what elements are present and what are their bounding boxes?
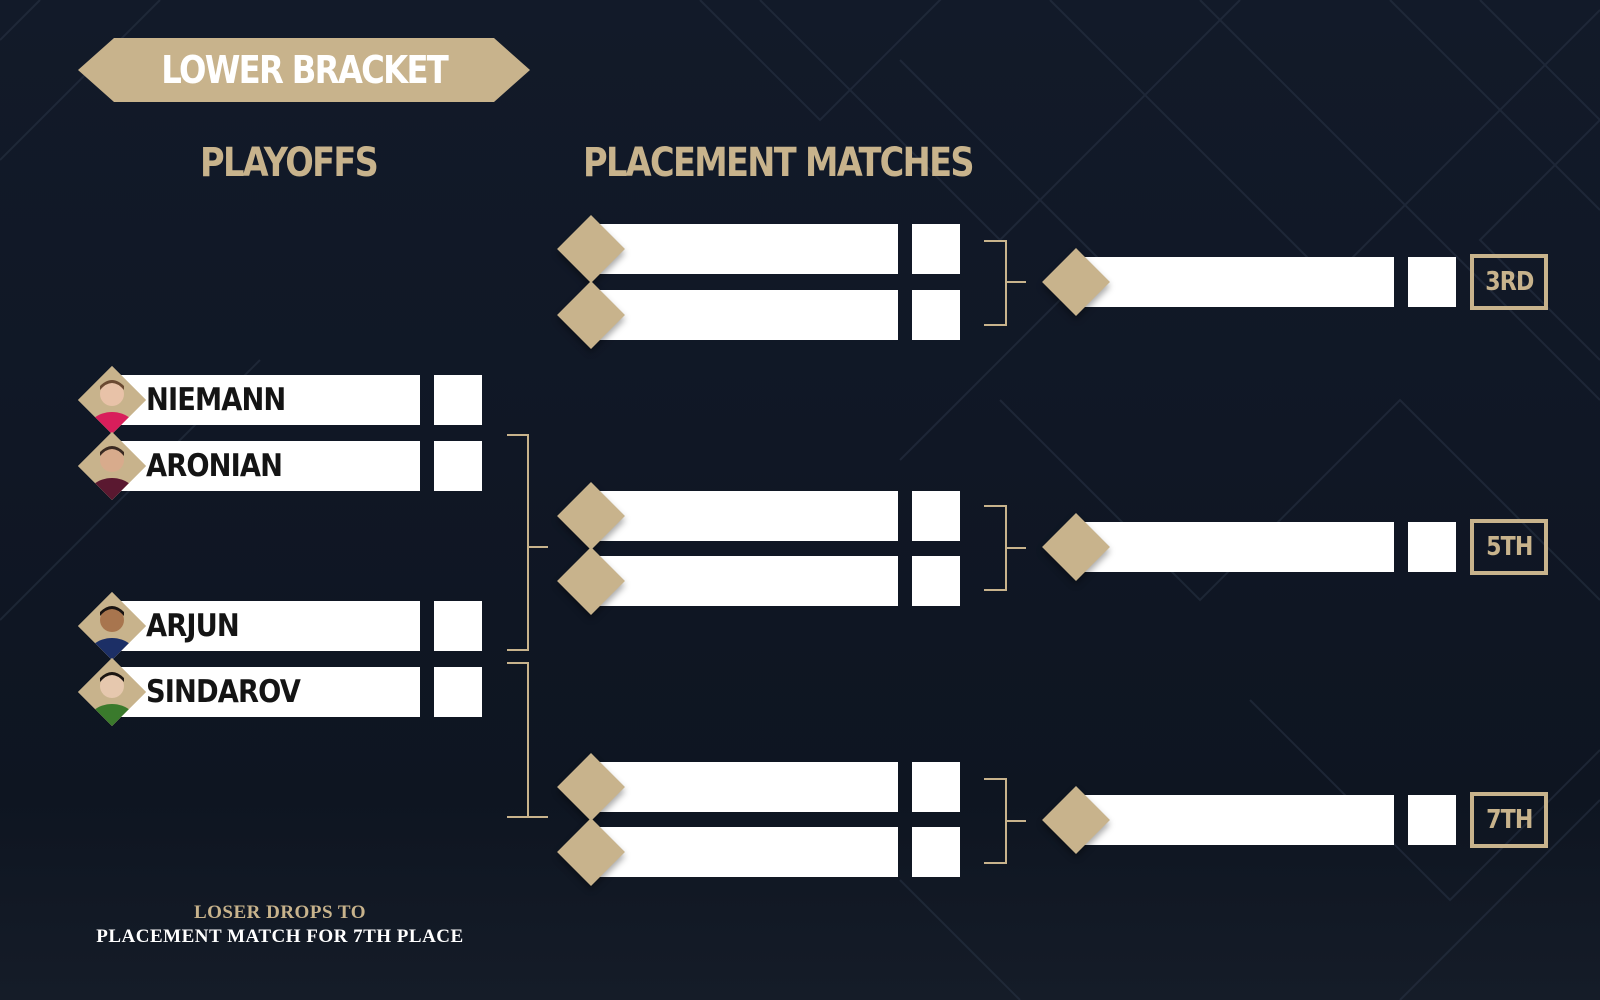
fifth-place-label: 5TH	[1470, 519, 1548, 575]
place-text: 5TH	[1485, 532, 1533, 562]
seventh-place-label: 7TH	[1470, 792, 1548, 848]
score-box	[434, 441, 482, 491]
player-slot-niemann[interactable]: NIEMANN	[112, 375, 420, 425]
placement-slot[interactable]	[590, 762, 898, 812]
player-slot-arjun[interactable]: ARJUN	[112, 601, 420, 651]
fifth-place-slot[interactable]	[1076, 522, 1394, 572]
score-box	[1408, 257, 1456, 307]
score-box	[912, 491, 960, 541]
seventh-place-slot[interactable]	[1076, 795, 1394, 845]
player-slot-sindarov[interactable]: SINDAROV	[112, 667, 420, 717]
score-box	[434, 601, 482, 651]
score-box	[912, 290, 960, 340]
placement-slot[interactable]	[590, 224, 898, 274]
player-name: ARONIAN	[146, 448, 283, 484]
score-box	[912, 762, 960, 812]
score-box	[912, 224, 960, 274]
lower-bracket-banner: LOWER BRACKET	[78, 38, 530, 102]
placement-slot[interactable]	[590, 491, 898, 541]
place-text: 7TH	[1485, 805, 1533, 835]
placement-slot[interactable]	[590, 290, 898, 340]
third-place-label: 3RD	[1470, 254, 1548, 310]
player-slot-aronian[interactable]: ARONIAN	[112, 441, 420, 491]
placement-matches-heading: PLACEMENT MATCHES	[583, 140, 975, 186]
score-box	[1408, 522, 1456, 572]
place-text: 3RD	[1484, 267, 1534, 297]
score-box	[1408, 795, 1456, 845]
placement-slot[interactable]	[590, 556, 898, 606]
player-name: NIEMANN	[146, 382, 286, 418]
third-place-slot[interactable]	[1076, 257, 1394, 307]
score-box	[912, 556, 960, 606]
loser-note-line2: PLACEMENT MATCH FOR 7TH PLACE	[96, 926, 464, 947]
loser-note-line1: LOSER DROPS TO	[193, 902, 367, 923]
playoffs-heading: PLAYOFFS	[200, 140, 379, 186]
score-box	[434, 375, 482, 425]
score-box	[912, 827, 960, 877]
player-name: ARJUN	[146, 608, 240, 644]
placement-slot[interactable]	[590, 827, 898, 877]
player-name: SINDAROV	[146, 674, 301, 710]
score-box	[434, 667, 482, 717]
banner-title: LOWER BRACKET	[161, 48, 449, 92]
